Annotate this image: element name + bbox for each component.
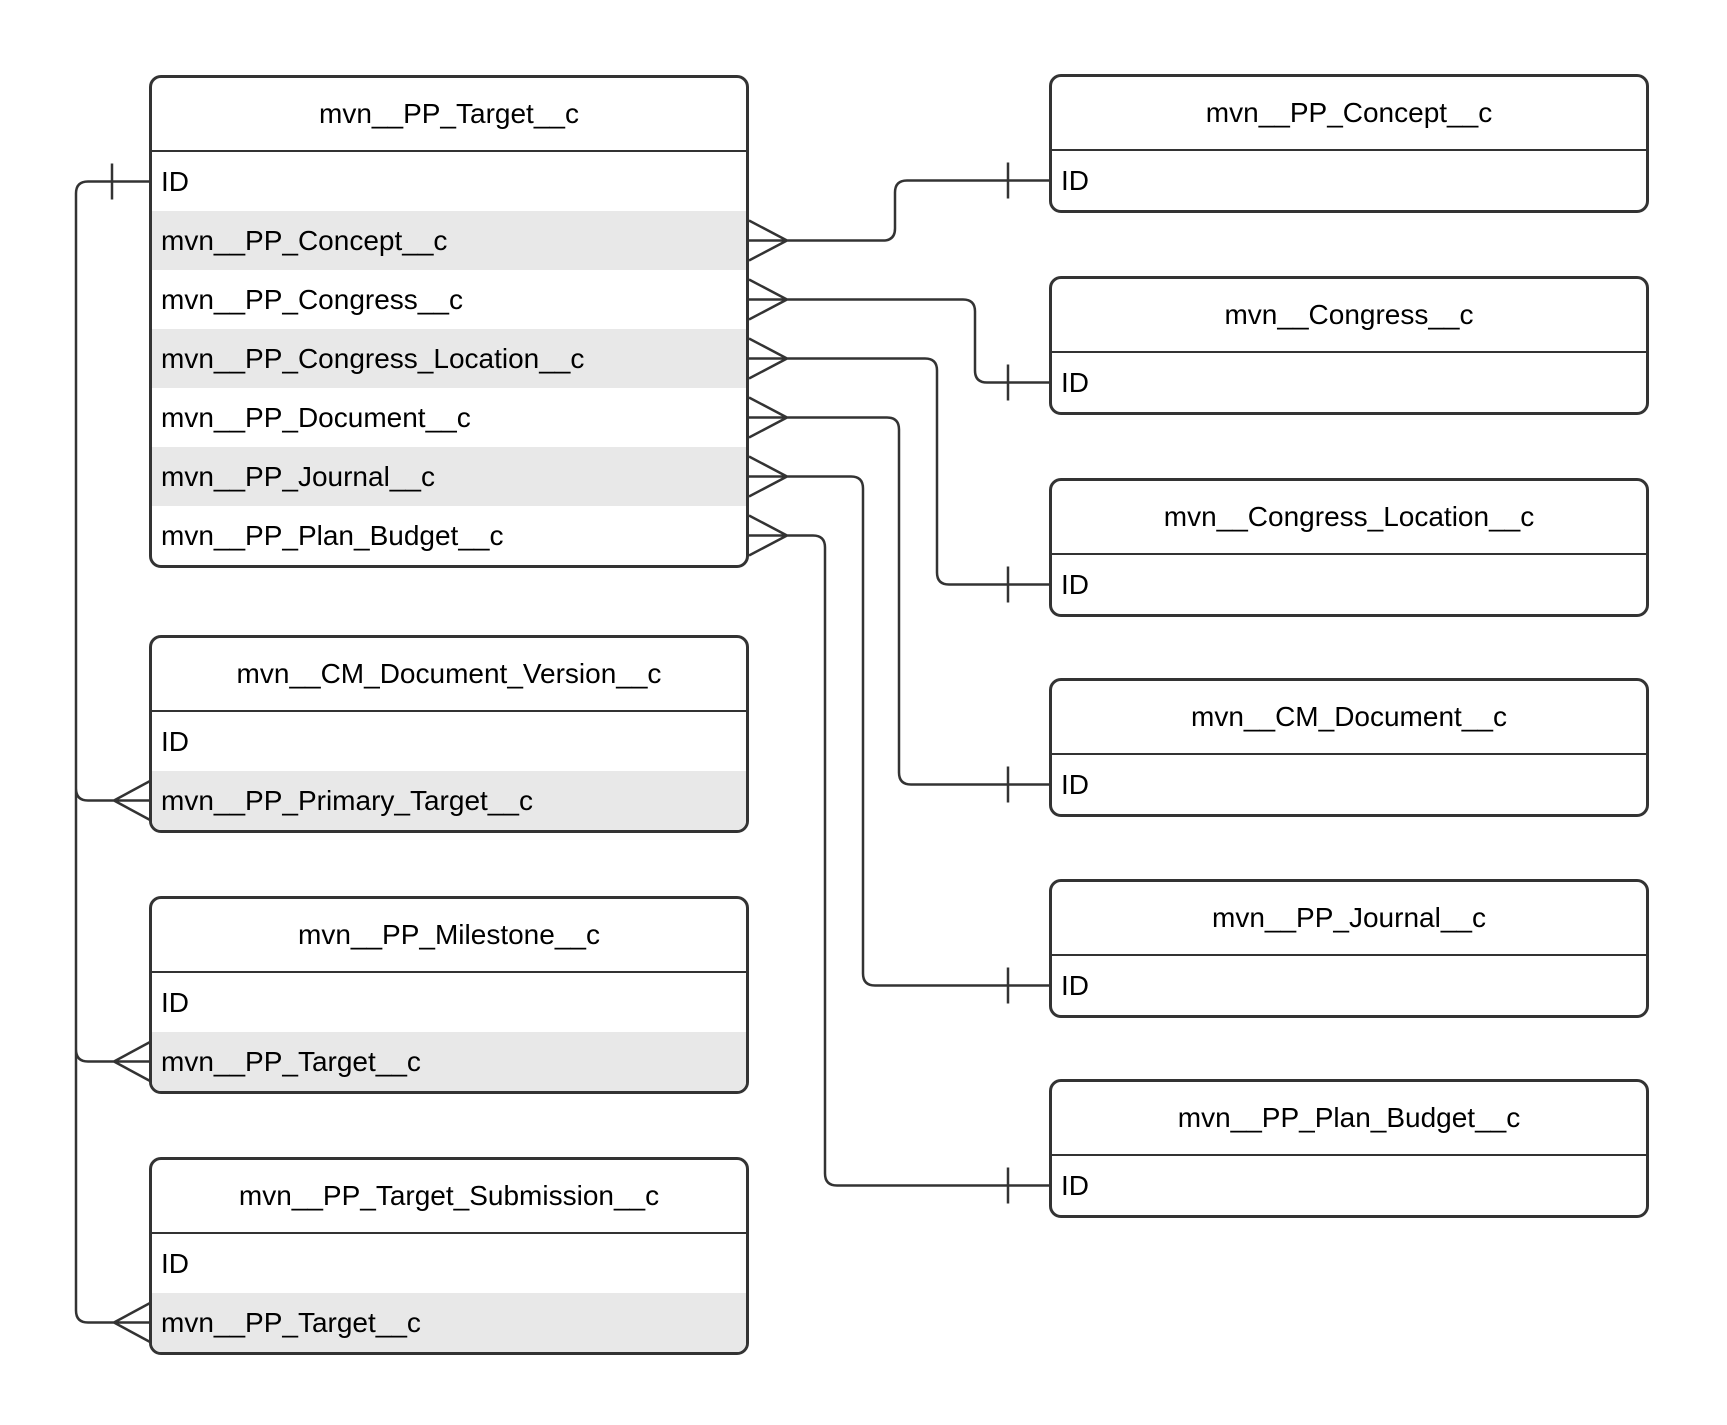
entity-mvn-pp-journal: mvn__PP_Journal__c ID (1049, 879, 1649, 1018)
field-id: ID (1061, 1170, 1089, 1201)
field-concept: mvn__PP_Concept__c (152, 211, 746, 270)
rel-target-congress-line (748, 278, 1049, 401)
entity-mvn-pp-concept: mvn__PP_Concept__c ID (1049, 74, 1649, 213)
field-document: mvn__PP_Document__c (161, 402, 471, 433)
field-id: ID (1061, 367, 1089, 398)
entity-field-list: ID (1052, 956, 1646, 1015)
rel-target-plan-budget-line (748, 514, 1049, 1204)
entity-field-list: ID (1052, 555, 1646, 614)
field-plan-budget: mvn__PP_Plan_Budget__c (161, 520, 504, 551)
entity-mvn-pp-plan-budget: mvn__PP_Plan_Budget__c ID (1049, 1079, 1649, 1218)
entity-title: mvn__CM_Document_Version__c (152, 638, 746, 712)
rel-target-congress-location-line (748, 337, 1049, 603)
entity-field-list: ID (1052, 151, 1646, 210)
entity-title: mvn__PP_Journal__c (1052, 882, 1646, 956)
entity-field-list: ID (1052, 755, 1646, 814)
field-id: ID (161, 726, 189, 757)
field-primary-target: mvn__PP_Primary_Target__c (152, 771, 746, 830)
rel-target-journal-line (748, 455, 1049, 1004)
entity-field-list: ID mvn__PP_Concept__c mvn__PP_Congress__… (152, 152, 746, 565)
entity-title: mvn__Congress_Location__c (1052, 481, 1646, 555)
entity-mvn-congress: mvn__Congress__c ID (1049, 276, 1649, 415)
entity-mvn-congress-location: mvn__Congress_Location__c ID (1049, 478, 1649, 617)
entity-mvn-cm-document: mvn__CM_Document__c ID (1049, 678, 1649, 817)
field-id: ID (1061, 769, 1089, 800)
entity-title: mvn__PP_Plan_Budget__c (1052, 1082, 1646, 1156)
entity-field-list: ID mvn__PP_Primary_Target__c (152, 712, 746, 830)
entity-mvn-pp-target-submission: mvn__PP_Target_Submission__c ID mvn__PP_… (149, 1157, 749, 1355)
rel-target-id-trunk-line (74, 163, 152, 1344)
field-target: mvn__PP_Target__c (152, 1032, 746, 1091)
entity-title: mvn__PP_Target_Submission__c (152, 1160, 746, 1234)
entity-mvn-cm-document-version: mvn__CM_Document_Version__c ID mvn__PP_P… (149, 635, 749, 833)
entity-field-list: ID (1052, 353, 1646, 412)
field-id: ID (161, 987, 189, 1018)
entity-field-list: ID (1052, 1156, 1646, 1215)
field-congress: mvn__PP_Congress__c (161, 284, 463, 315)
field-id: ID (161, 166, 189, 197)
entity-title: mvn__PP_Milestone__c (152, 899, 746, 973)
rel-target-document-line (748, 396, 1049, 803)
field-congress-location: mvn__PP_Congress_Location__c (152, 329, 746, 388)
field-id: ID (1061, 569, 1089, 600)
field-id: ID (1061, 165, 1089, 196)
field-id: ID (1061, 970, 1089, 1001)
entity-title: mvn__CM_Document__c (1052, 681, 1646, 755)
field-journal: mvn__PP_Journal__c (152, 447, 746, 506)
field-id: ID (161, 1248, 189, 1279)
rel-target-concept-line (748, 162, 1049, 262)
entity-mvn-pp-target: mvn__PP_Target__c ID mvn__PP_Concept__c … (149, 75, 749, 568)
entity-title: mvn__PP_Concept__c (1052, 77, 1646, 151)
entity-title: mvn__PP_Target__c (152, 78, 746, 152)
entity-field-list: ID mvn__PP_Target__c (152, 973, 746, 1091)
entity-field-list: ID mvn__PP_Target__c (152, 1234, 746, 1352)
field-target: mvn__PP_Target__c (152, 1293, 746, 1352)
entity-title: mvn__Congress__c (1052, 279, 1646, 353)
entity-mvn-pp-milestone: mvn__PP_Milestone__c ID mvn__PP_Target__… (149, 896, 749, 1094)
